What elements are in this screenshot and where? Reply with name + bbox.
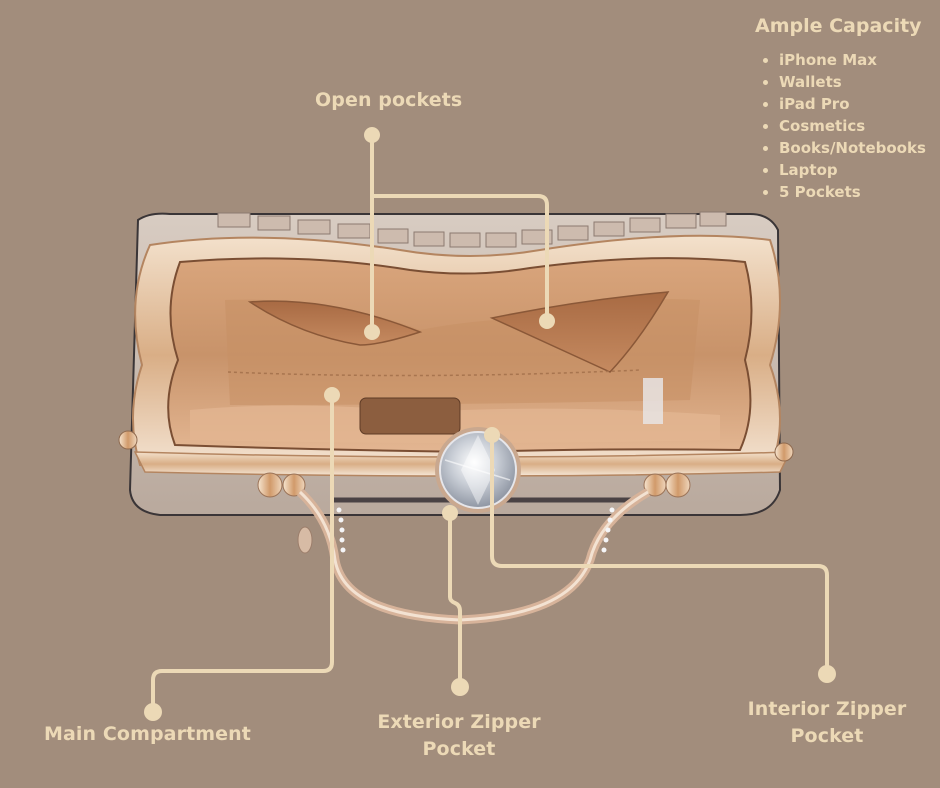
open-pockets-dot-top — [364, 127, 380, 143]
interior-zipper-label-line2: Pocket — [790, 725, 864, 747]
capacity-item: 5 Pockets — [763, 181, 926, 203]
ample-capacity-panel: Ample Capacity iPhone Max Wallets iPad P… — [755, 13, 926, 203]
open-pockets-dot-left — [364, 324, 380, 340]
exterior-zipper-leader — [448, 511, 462, 689]
capacity-item: Cosmetics — [763, 115, 926, 137]
interior-zipper-label-line1: Interior Zipper — [747, 698, 907, 720]
open-pockets-label: Open pockets — [315, 89, 463, 111]
exterior-zipper-label-line2: Pocket — [422, 738, 496, 760]
interior-zipper-dot-bottom — [818, 665, 836, 683]
interior-zipper-pocket-label: Interior Zipper Pocket — [748, 696, 907, 750]
main-compartment-dot-top — [324, 387, 340, 403]
ample-capacity-title: Ample Capacity — [755, 15, 922, 37]
interior-zipper-dot-top — [484, 427, 500, 443]
interior-zipper-leader — [490, 433, 829, 676]
capacity-item: iPad Pro — [763, 93, 926, 115]
main-compartment-dot-bottom — [144, 703, 162, 721]
exterior-zipper-label-line1: Exterior Zipper — [377, 711, 541, 733]
capacity-list: iPhone Max Wallets iPad Pro Cosmetics Bo… — [755, 49, 926, 203]
capacity-item: iPhone Max — [763, 49, 926, 71]
main-compartment-label: Main Compartment — [44, 723, 251, 745]
exterior-zipper-pocket-label: Exterior Zipper Pocket — [377, 709, 540, 763]
exterior-zipper-dot-bottom — [451, 678, 469, 696]
capacity-item: Books/Notebooks — [763, 139, 926, 157]
open-pockets-branch — [370, 194, 549, 322]
capacity-item: Wallets — [763, 71, 926, 93]
capacity-item: Laptop — [763, 159, 926, 181]
main-compartment-leader — [151, 391, 334, 713]
exterior-zipper-dot-top — [442, 505, 458, 521]
open-pockets-dot-right — [539, 313, 555, 329]
